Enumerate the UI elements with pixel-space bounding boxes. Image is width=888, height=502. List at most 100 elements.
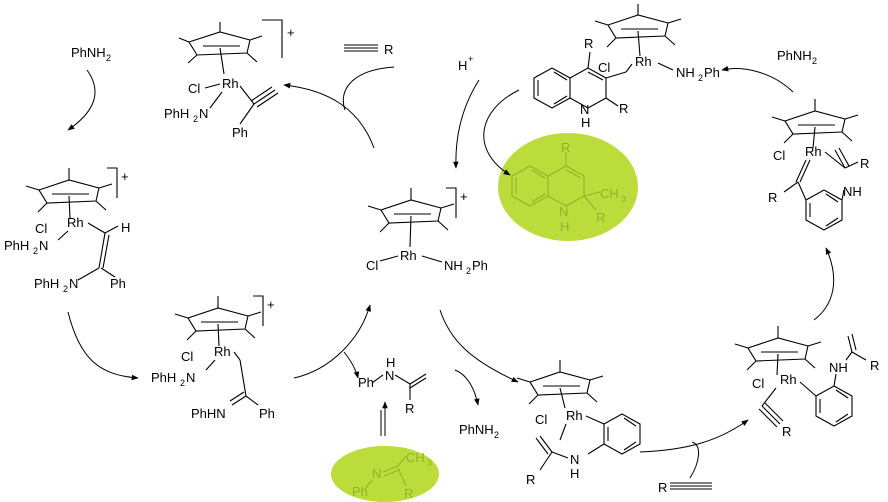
rhodium-label: Rh [805, 144, 822, 159]
chlorine-label: Cl [535, 412, 547, 427]
chlorine-label: Cl [35, 221, 47, 236]
rhodium-label: Rh [780, 372, 797, 387]
r-label: R [658, 480, 667, 495]
subscript-3: 3 [427, 458, 432, 468]
r-label: R [619, 101, 628, 116]
phenyl-label: Ph [110, 276, 126, 291]
subscript-2: 2 [180, 378, 185, 388]
charge-plus: + [468, 54, 473, 64]
complex-rh-alkyl: + Cl Rh PhH 2 N PhHN Ph [151, 295, 275, 421]
chlorine-label: Cl [773, 148, 785, 163]
rhodium-label: Rh [566, 408, 583, 423]
imine-intermediate: Ph N CH 3 R [352, 450, 432, 501]
phnh2-label: PhNH [71, 45, 106, 60]
anilin-label: PhH [34, 276, 59, 291]
amine-label: NH [444, 258, 463, 273]
r-label: R [782, 424, 791, 439]
chlorine-label: Cl [188, 81, 200, 96]
r-label: R [561, 140, 570, 155]
anilin-label: PhH [151, 370, 176, 385]
charge-plus: + [121, 169, 129, 184]
chlorine-label: Cl [752, 376, 764, 391]
r-label: R [526, 472, 535, 487]
chlorine-label: Cl [181, 349, 193, 364]
r-label: R [860, 156, 869, 171]
complex-rh-alkyne: + Cl Rh Ph PhH 2 N [164, 19, 295, 140]
phenyl-label: Ph [704, 65, 720, 80]
rhodium-label: Rh [635, 54, 652, 69]
chlorine-label: Cl [598, 60, 610, 75]
enamine-intermediate: Ph N H R [358, 355, 427, 416]
anilin-label: PhH [164, 106, 189, 121]
subscript-2: 2 [193, 114, 198, 124]
product-dihydroquinoline: R CH 3 R N H [511, 140, 626, 234]
hydrogen-label: H [570, 466, 579, 481]
imine-highlight [331, 446, 439, 502]
aniline-reagent-top-right: PhNH 2 [777, 48, 817, 66]
aniline-reagent-top-left: PhNH 2 [71, 45, 111, 63]
rhodium-label: Rh [214, 344, 231, 359]
hydrogen-label: H [121, 220, 130, 235]
subscript-3: 3 [621, 194, 626, 204]
proton-label: H + [458, 54, 473, 73]
hydrogen-label: H [458, 58, 467, 73]
anilin-label: PhH [4, 238, 29, 253]
phenyl-label: Ph [352, 484, 368, 499]
charge-plus: + [460, 189, 468, 204]
nitrogen-label: N [69, 276, 78, 291]
cycle-arrows [67, 65, 835, 479]
complex-rh-cyclometalated: Cl Rh N H R [516, 360, 641, 487]
phenyl-label: Ph [472, 258, 488, 273]
charge-plus: + [287, 25, 295, 40]
aniline-reagent-bottom: PhNH 2 [459, 422, 499, 440]
subscript-2: 2 [494, 430, 499, 440]
nh-label: NH [829, 360, 848, 375]
complex-rh-right-upper: Cl Rh R NH R [768, 99, 869, 231]
nitrogen-label: N [199, 106, 208, 121]
nitrogen-label: N [186, 370, 195, 385]
phhn-label: PhHN [191, 406, 226, 421]
amine-label: NH [676, 65, 695, 80]
methyl-label: CH [600, 186, 619, 201]
alkyne-reagent-top: R [344, 42, 393, 57]
phenyl-label: Ph [232, 125, 248, 140]
methyl-label: CH [406, 450, 425, 465]
hydrogen-label: H [560, 219, 569, 234]
r-label: R [384, 42, 393, 57]
rhodium-label: Rh [222, 76, 239, 91]
phnh2-label: PhNH [459, 422, 494, 437]
nitrogen-label: N [39, 238, 48, 253]
nitrogen-label: N [385, 368, 394, 383]
subscript-2: 2 [812, 56, 817, 66]
phnh2-label: PhNH [777, 48, 812, 63]
rhodium-label: Rh [67, 215, 84, 230]
subscript-2: 2 [698, 73, 703, 83]
r-label: R [405, 401, 414, 416]
phenyl-label: Ph [358, 375, 374, 390]
nitrogen-label: N [559, 204, 568, 219]
charge-plus: + [267, 297, 275, 312]
catalyst-center: + Rh Cl NH 2 Ph [366, 187, 488, 276]
alkyne-reagent-bottom: R [658, 480, 712, 495]
subscript-2: 2 [106, 53, 111, 63]
nh-label: NH [843, 184, 862, 199]
complex-rh-right-lower: Cl Rh NH R R [734, 326, 879, 439]
hydrogen-label: H [386, 355, 395, 370]
subscript-2: 2 [33, 246, 38, 256]
subscript-2: 2 [466, 266, 471, 276]
rhodium-label: Rh [400, 248, 417, 263]
nitrogen-label: N [580, 102, 589, 117]
r-label: R [584, 36, 593, 51]
nitrogen-label: N [570, 452, 579, 467]
chlorine-label: Cl [366, 258, 378, 273]
r-label: R [404, 486, 413, 501]
r-label: R [870, 358, 879, 373]
r-label: R [768, 190, 777, 205]
complex-rh-dihydroquinoline: Cl Rh NH 2 Ph R R N H [533, 4, 720, 130]
nitrogen-label: N [372, 466, 381, 481]
complex-rh-vinyl: + Cl Rh H PhH 2 N PhH 2 N Ph [4, 167, 130, 294]
hydrogen-label: H [581, 115, 590, 130]
phenyl-label: Ph [259, 406, 275, 421]
r-label: R [596, 210, 605, 225]
